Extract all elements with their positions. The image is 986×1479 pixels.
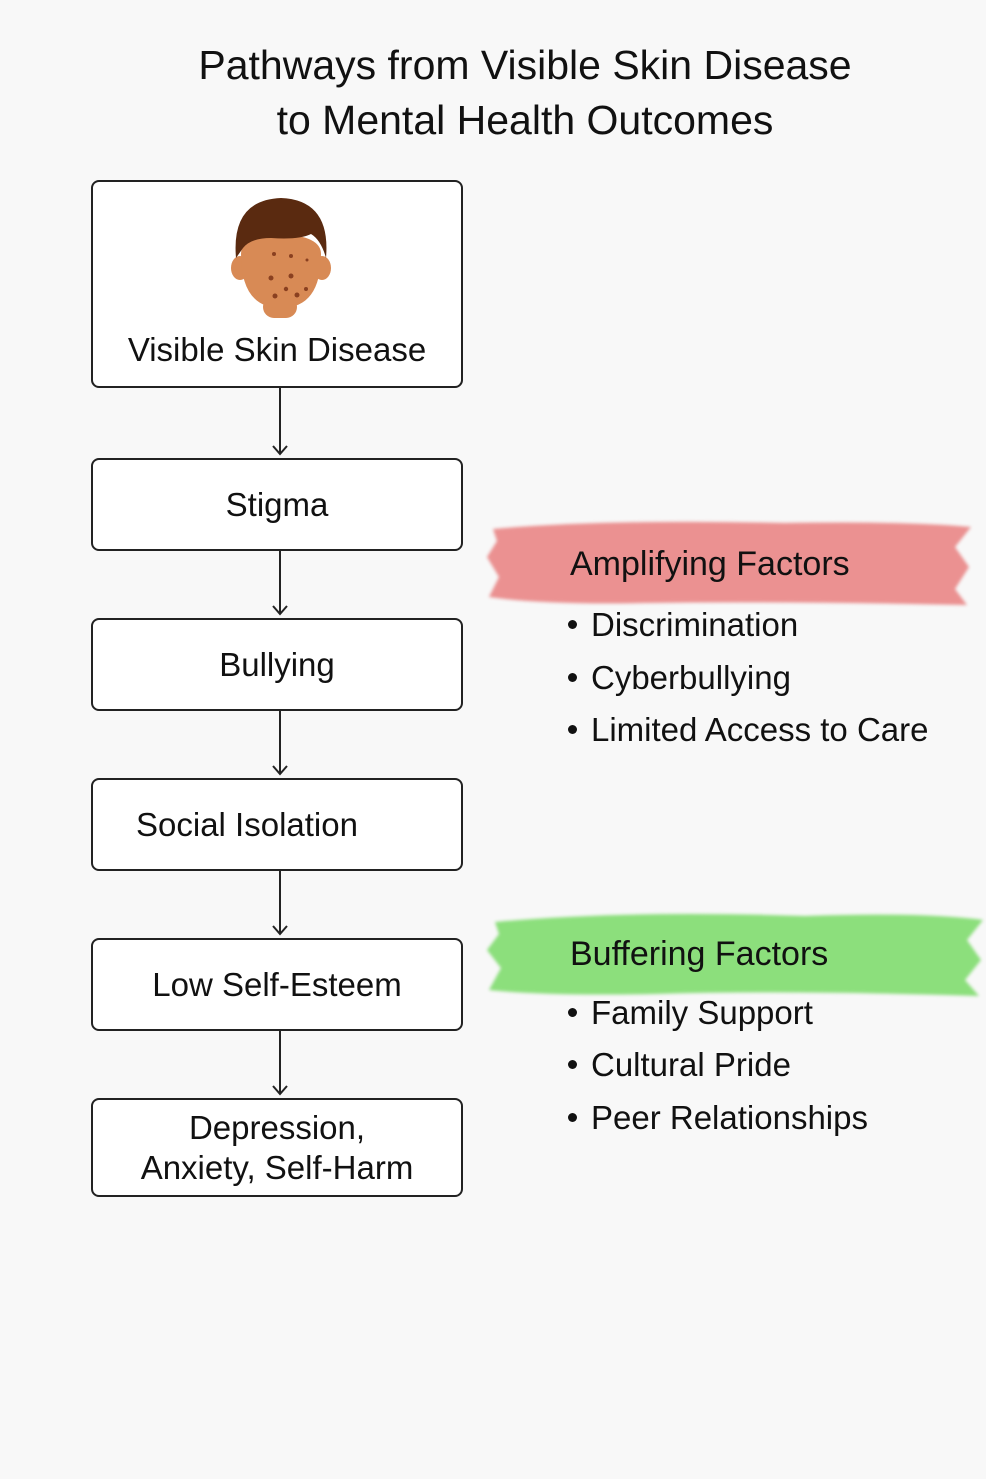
amplifying-factors-heading: Amplifying Factors	[570, 545, 850, 583]
amplifying-factor-item: Cyberbullying	[568, 659, 791, 697]
box-social-isolation: Social Isolation	[91, 778, 463, 871]
item-text: Family Support	[591, 994, 813, 1031]
box-label-line-1: Depression,	[188, 1108, 366, 1146]
arrow-down-icon	[272, 871, 288, 936]
buffering-factors-heading: Buffering Factors	[570, 935, 829, 973]
item-text: Limited Access to Care	[591, 711, 929, 748]
arrow-down-icon	[272, 388, 288, 456]
box-low-self-esteem: Low Self-Esteem	[91, 938, 463, 1031]
bullet-icon	[568, 619, 577, 629]
box-label: Stigma	[225, 485, 329, 523]
box-label: Social Isolation	[136, 805, 358, 843]
box-label: Bullying	[219, 645, 335, 683]
face-with-skin-lesions-icon	[231, 198, 331, 318]
amplifying-factor-item: Limited Access to Care	[568, 711, 928, 749]
box-depression-anxiety-self-harm: Depression, Anxiety, Self-Harm	[91, 1098, 463, 1197]
arrow-down-icon	[272, 551, 288, 616]
diagram-title: Pathways from Visible Skin Disease to Me…	[0, 38, 986, 148]
box-visible-skin-disease: Visible Skin Disease	[91, 180, 463, 388]
bullet-icon	[568, 724, 577, 734]
item-text: Peer Relationships	[591, 1099, 868, 1136]
item-text: Cultural Pride	[591, 1046, 791, 1083]
buffering-factor-item: Peer Relationships	[568, 1099, 868, 1137]
box-stigma: Stigma	[91, 458, 463, 551]
amplifying-factor-item: Discrimination	[568, 606, 798, 644]
title-line-1: Pathways from Visible Skin Disease	[198, 42, 852, 88]
box-label: Visible Skin Disease	[127, 331, 427, 368]
buffering-factor-item: Family Support	[568, 994, 813, 1032]
box-bullying: Bullying	[91, 618, 463, 711]
arrow-down-icon	[272, 1031, 288, 1096]
item-text: Cyberbullying	[591, 659, 791, 696]
title-line-2: to Mental Health Outcomes	[276, 97, 774, 143]
green-brush-highlight	[487, 914, 983, 996]
arrow-down-icon	[272, 711, 288, 776]
bullet-icon	[568, 1007, 577, 1017]
box-label-line-2: Anxiety, Self-Harm	[140, 1148, 414, 1186]
bullet-icon	[568, 1059, 577, 1069]
red-brush-highlight	[487, 521, 971, 605]
box-label: Low Self-Esteem	[152, 965, 402, 1003]
buffering-factor-item: Cultural Pride	[568, 1046, 791, 1084]
bullet-icon	[568, 672, 577, 682]
bullet-icon	[568, 1112, 577, 1122]
item-text: Discrimination	[591, 606, 799, 643]
